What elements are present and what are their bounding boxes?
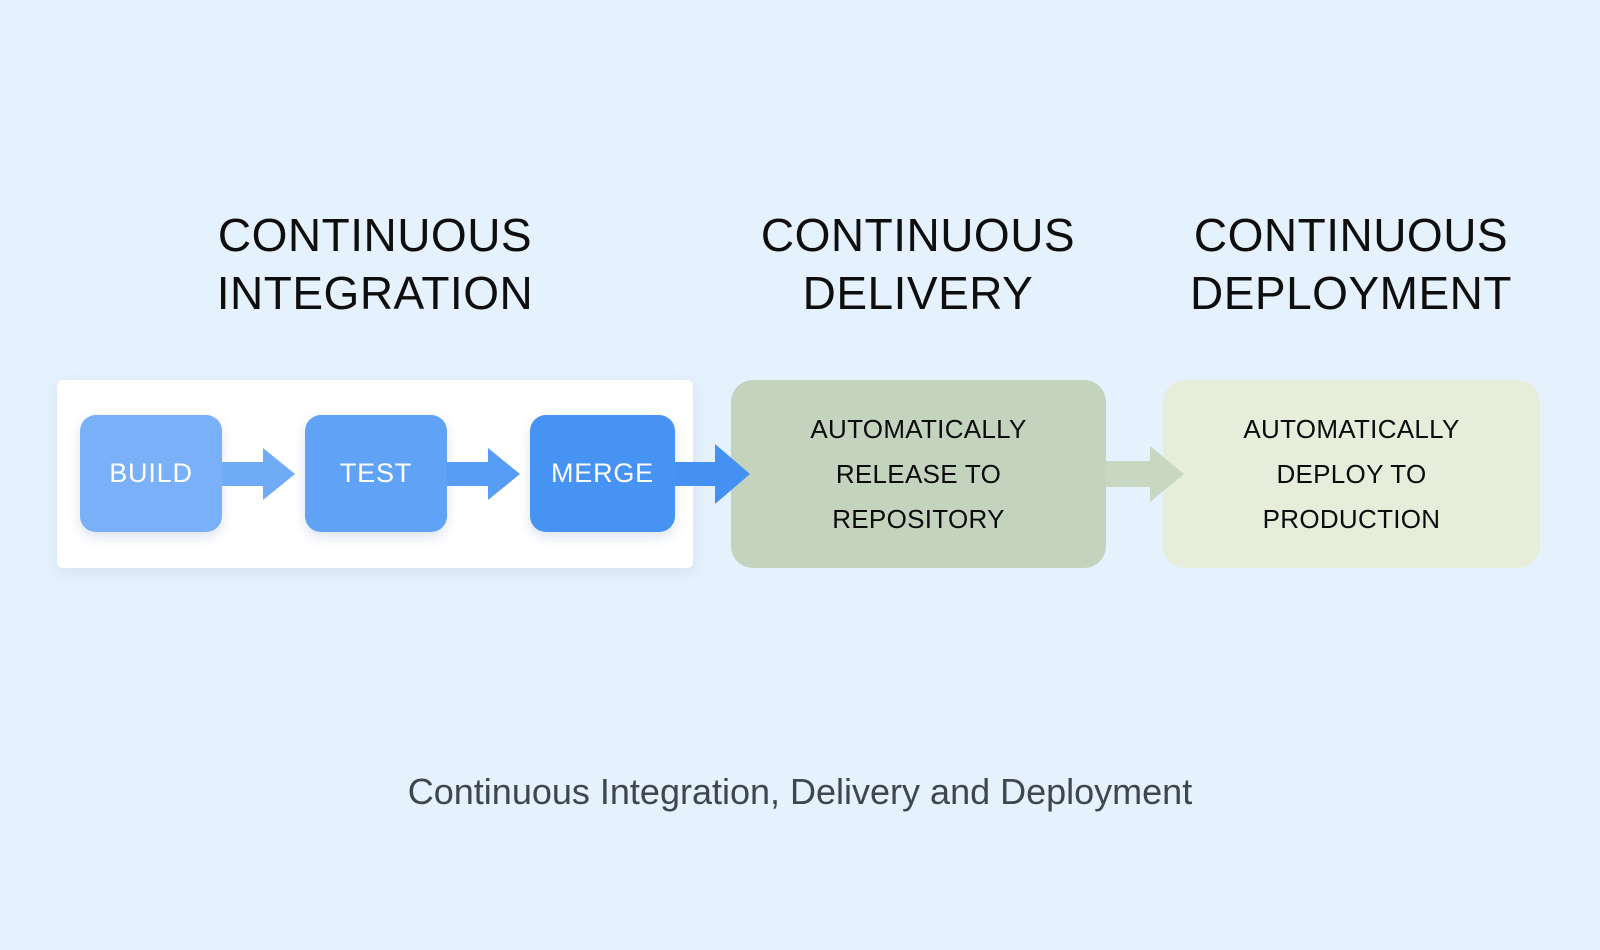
integration-pipeline-panel: BUILD TEST MERGE — [57, 380, 693, 568]
delivery-to-deployment-arrow-icon — [1106, 446, 1184, 502]
merge-step-label: MERGE — [550, 458, 654, 488]
heading-line: CONTINUOUS — [760, 209, 1076, 261]
heading-continuous-integration: CONTINUOUS INTEGRATION — [75, 206, 675, 322]
heading-line: DEPLOYMENT — [1190, 267, 1512, 319]
deployment-box-line: PRODUCTION — [1262, 503, 1441, 534]
heading-continuous-delivery: CONTINUOUS DELIVERY — [618, 206, 1218, 322]
deployment-box-line: DEPLOY TO — [1276, 458, 1427, 489]
heading-line: CONTINUOUS — [217, 209, 533, 261]
heading-line: CONTINUOUS — [1193, 209, 1509, 261]
merge-to-delivery-arrow-icon — [675, 444, 750, 504]
test-step-label: TEST — [339, 458, 413, 488]
deployment-box-line: AUTOMATICALLY — [1243, 413, 1460, 444]
test-step-box: TEST — [305, 415, 447, 532]
delivery-box-line: RELEASE TO — [835, 458, 1002, 489]
build-step-box: BUILD — [80, 415, 222, 532]
merge-step-box: MERGE — [530, 415, 675, 532]
heading-line: INTEGRATION — [216, 267, 534, 319]
delivery-box: AUTOMATICALLY RELEASE TO REPOSITORY — [731, 380, 1106, 568]
delivery-box-line: REPOSITORY — [832, 503, 1005, 534]
heading-continuous-deployment: CONTINUOUS DEPLOYMENT — [1051, 206, 1600, 322]
build-to-test-arrow-icon — [222, 448, 295, 500]
heading-line: DELIVERY — [802, 267, 1034, 319]
build-step-label: BUILD — [109, 458, 193, 488]
diagram-caption: Continuous Integration, Delivery and Dep… — [407, 771, 1193, 812]
test-to-merge-arrow-icon — [447, 448, 520, 500]
deployment-box: AUTOMATICALLY DEPLOY TO PRODUCTION — [1163, 380, 1540, 568]
delivery-box-line: AUTOMATICALLY — [810, 413, 1027, 444]
